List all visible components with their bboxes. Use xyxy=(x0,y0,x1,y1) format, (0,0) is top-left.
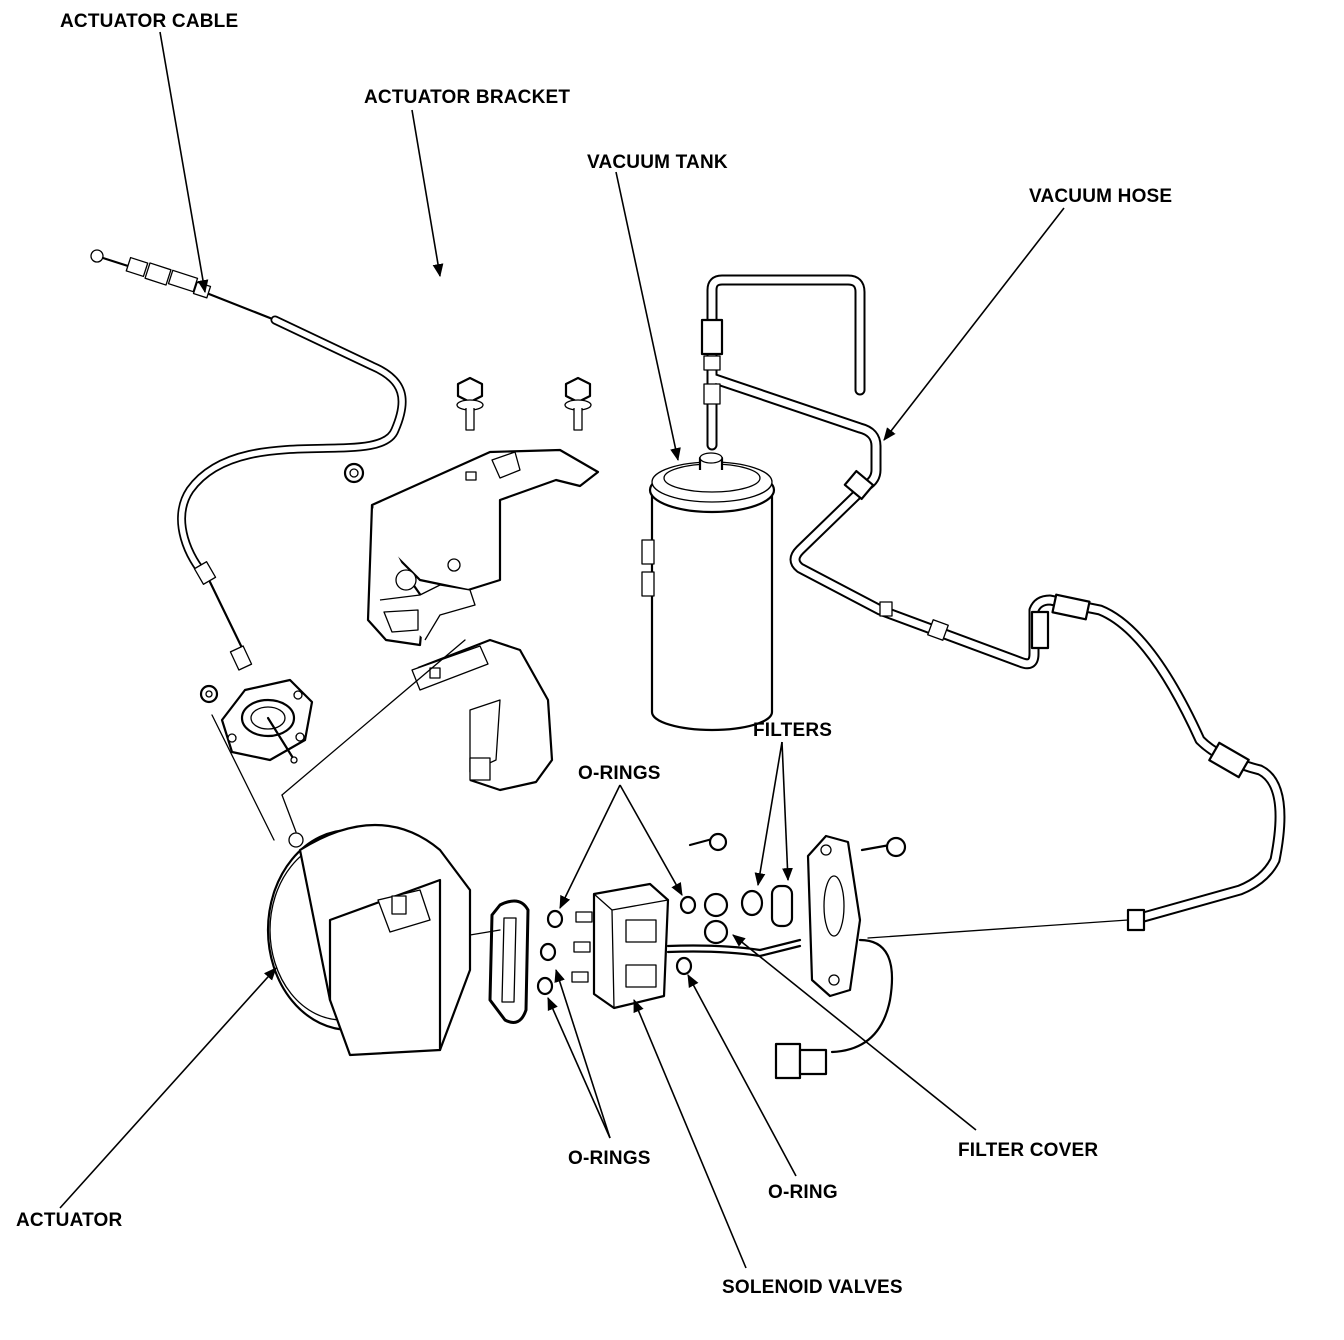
label-filters: FILTERS xyxy=(753,720,832,741)
o-rings-right xyxy=(675,895,697,976)
label-o-rings-top: O-RINGS xyxy=(578,763,661,784)
label-filter-cover: FILTER COVER xyxy=(958,1140,1098,1161)
vacuum-tank xyxy=(641,452,776,732)
actuator xyxy=(199,684,472,1057)
callout-labels: ACTUATOR CABLE ACTUATOR BRACKET VACUUM T… xyxy=(16,11,1172,1298)
label-solenoid-valves: SOLENOID VALVES xyxy=(722,1277,903,1298)
label-actuator-bracket: ACTUATOR BRACKET xyxy=(364,87,570,108)
label-actuator-cable: ACTUATOR CABLE xyxy=(60,11,238,32)
bolt-icon xyxy=(564,376,592,431)
filters xyxy=(703,884,794,945)
vacuum-hose xyxy=(700,274,1286,939)
bolt-icon xyxy=(456,376,484,431)
leader-lines xyxy=(59,31,1065,1269)
label-vacuum-hose: VACUUM HOSE xyxy=(1029,186,1172,207)
label-actuator: ACTUATOR xyxy=(16,1210,123,1231)
o-rings-left xyxy=(536,909,564,996)
gasket xyxy=(469,899,530,1024)
actuator-bracket xyxy=(343,376,600,647)
actuator-linkage xyxy=(281,638,554,796)
label-o-ring: O-RING xyxy=(768,1182,838,1203)
screw-icon xyxy=(860,836,907,858)
screw-icon xyxy=(688,832,728,852)
actuator-cable xyxy=(90,249,407,764)
label-o-rings-bottom: O-RINGS xyxy=(568,1148,651,1169)
solenoid-valves xyxy=(571,882,802,1010)
label-vacuum-tank: VACUUM TANK xyxy=(587,152,728,173)
filter-cover xyxy=(774,834,894,1080)
